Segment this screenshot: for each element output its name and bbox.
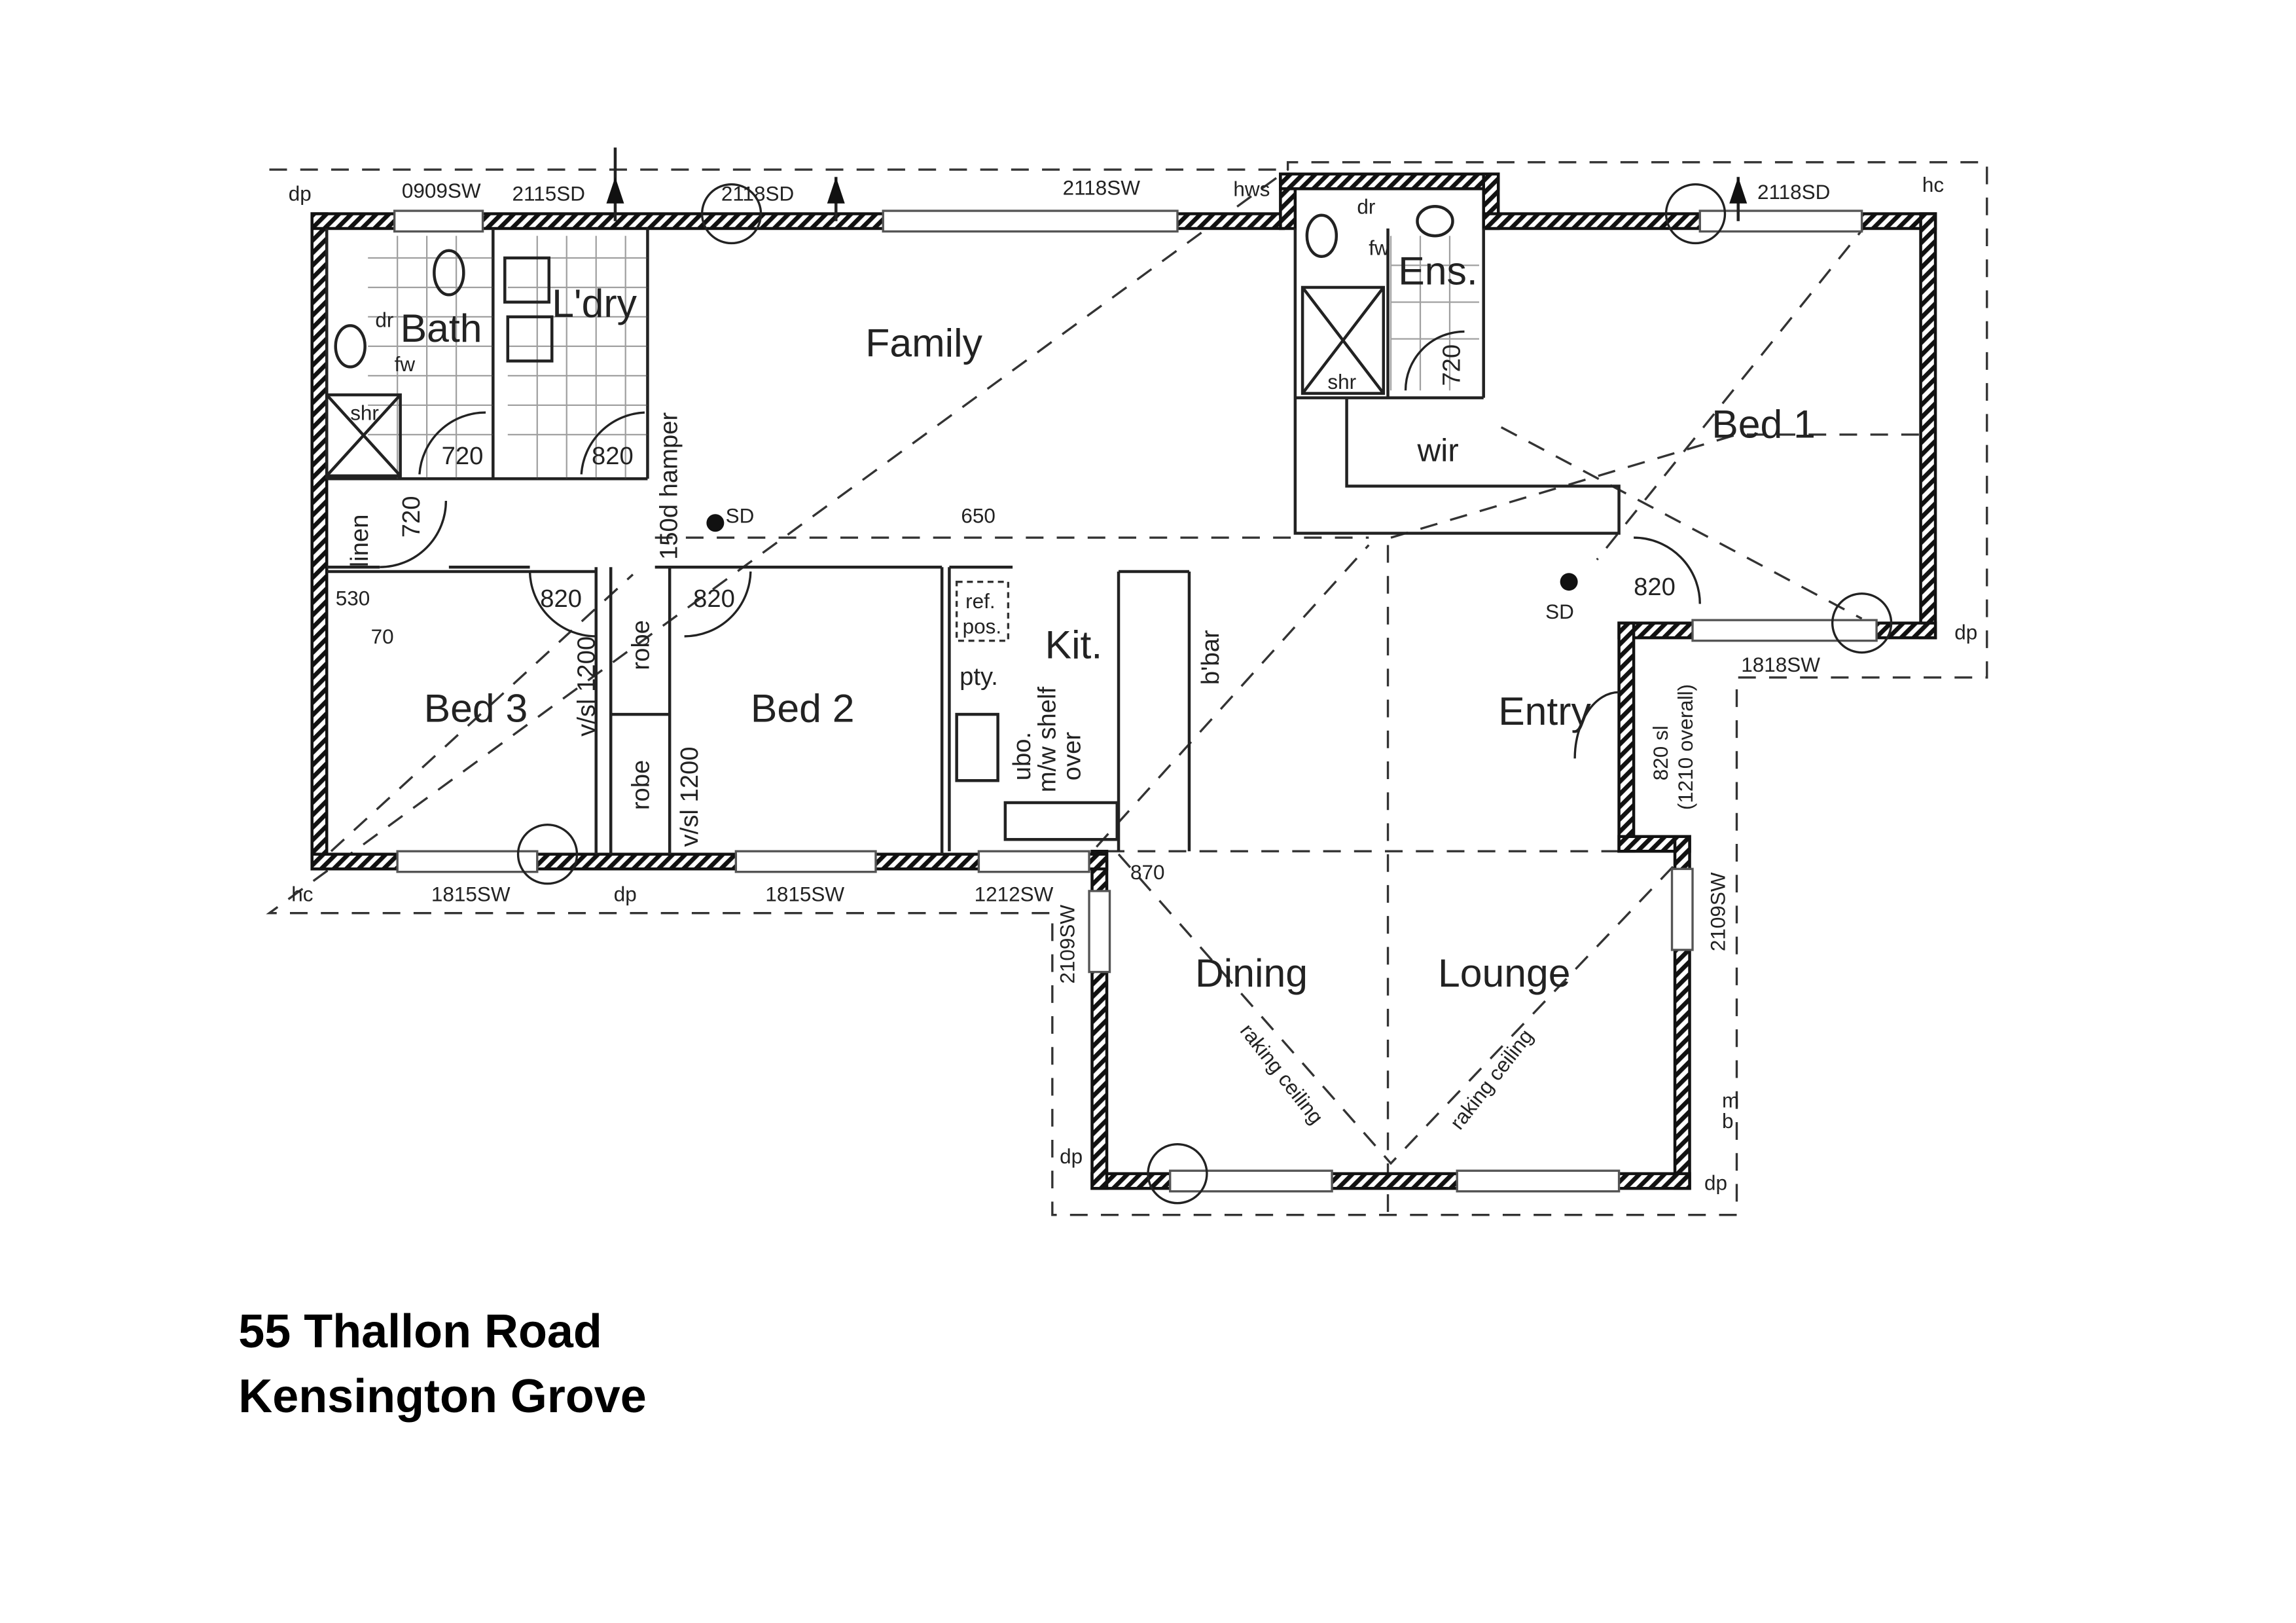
label-robe: robe [627,620,655,670]
window-2118sw: 2118SW [1063,176,1141,199]
dim-70: 70 [371,625,394,648]
windows [393,210,1878,1193]
window-1815sw: 1815SW [765,883,844,906]
label-robe: robe [627,760,655,811]
label-ref: ref. [965,590,995,613]
wet-area-tiles [368,236,1479,479]
room-bed2: Bed 2 [751,685,855,730]
label-hamper: 150d hamper [655,412,683,559]
mark-board: b [1722,1110,1734,1133]
mark-dp: dp [1704,1171,1727,1194]
room-lounge: Lounge [1438,951,1571,995]
arrow-icon [606,177,1748,204]
dim-720: 720 [442,442,484,470]
label-mw-shelf: m/w shelf [1033,686,1061,792]
room-kitchen: Kit. [1045,623,1103,667]
label-vsl: v/sl 1200 [572,636,600,737]
dim-720: 720 [1438,344,1466,386]
room-bath: Bath [401,306,482,350]
mark-dp: dp [1954,621,1977,644]
mark-dr: dr [1357,196,1375,219]
mark-hws: hws [1233,178,1270,201]
address-line-1: 55 Thallon Road [238,1305,602,1358]
room-dining: Dining [1195,951,1308,995]
mark-sd: SD [726,505,755,528]
mark-sd: SD [1545,600,1574,623]
label-raking-ceiling: raking ceiling [1236,1019,1328,1128]
window-2109sw: 2109SW [1706,872,1729,951]
ceiling-lines [330,220,1922,1215]
door-2118sd: 2118SD [1757,181,1830,204]
label-raking-ceiling: raking ceiling [1446,1025,1538,1133]
fixtures [325,205,1454,841]
dim-820: 820 [693,585,735,613]
label-entry-overall: (1210 overall) [1674,684,1697,810]
label-shower: shr [350,401,379,424]
window-0909sw: 0909SW [402,179,481,202]
label-pantry: pty. [960,663,998,691]
mark-dp: dp [1060,1145,1083,1168]
door-2115sd: 2115SD [512,182,585,205]
label-entry-door: 820 sl [1649,725,1672,780]
door-swings [380,147,1893,1205]
mark-meter: m [1722,1089,1739,1112]
room-bed1: Bed 1 [1712,401,1816,446]
dim-870: 870 [1130,861,1165,884]
room-wir: wir [1417,432,1459,468]
room-family: Family [865,321,982,365]
external-walls [310,172,1937,1190]
mark-dp: dp [289,182,312,205]
interior-walls [325,228,1621,854]
label-linen: linen [346,514,374,567]
room-ensuite: Ens. [1398,248,1477,293]
mark-fw: fw [1369,236,1390,259]
dim-820: 820 [1634,573,1676,601]
label-pos: pos. [963,615,1001,638]
dim-820: 820 [592,442,634,470]
window-1815sw: 1815SW [431,883,511,906]
mark-dr: dr [375,309,393,332]
label-vsl: v/sl 1200 [675,747,704,847]
label-breakfast-bar: b'bar [1196,630,1225,685]
dim-820: 820 [540,585,582,613]
label-shower: shr [1327,371,1356,393]
mark-fw: fw [395,353,416,376]
label-ubo: ubo. [1008,732,1036,780]
address-line-2: Kensington Grove [238,1370,647,1423]
roof-outline [266,161,1988,1216]
window-2109sw: 2109SW [1056,905,1079,984]
dim-720: 720 [397,496,425,538]
mark-hc: hc [1922,173,1944,196]
room-entry: Entry [1498,689,1591,733]
dim-650: 650 [961,505,996,528]
mark-dp: dp [614,883,637,906]
mark-hc: hc [291,883,313,906]
window-1212sw: 1212SW [975,883,1054,906]
room-bed3: Bed 3 [424,685,528,730]
dim-530: 530 [336,587,370,610]
window-1818sw: 1818SW [1741,653,1820,676]
door-2118sd: 2118SD [721,182,794,205]
room-laundry: L'dry [552,281,637,325]
label-over: over [1058,732,1086,781]
